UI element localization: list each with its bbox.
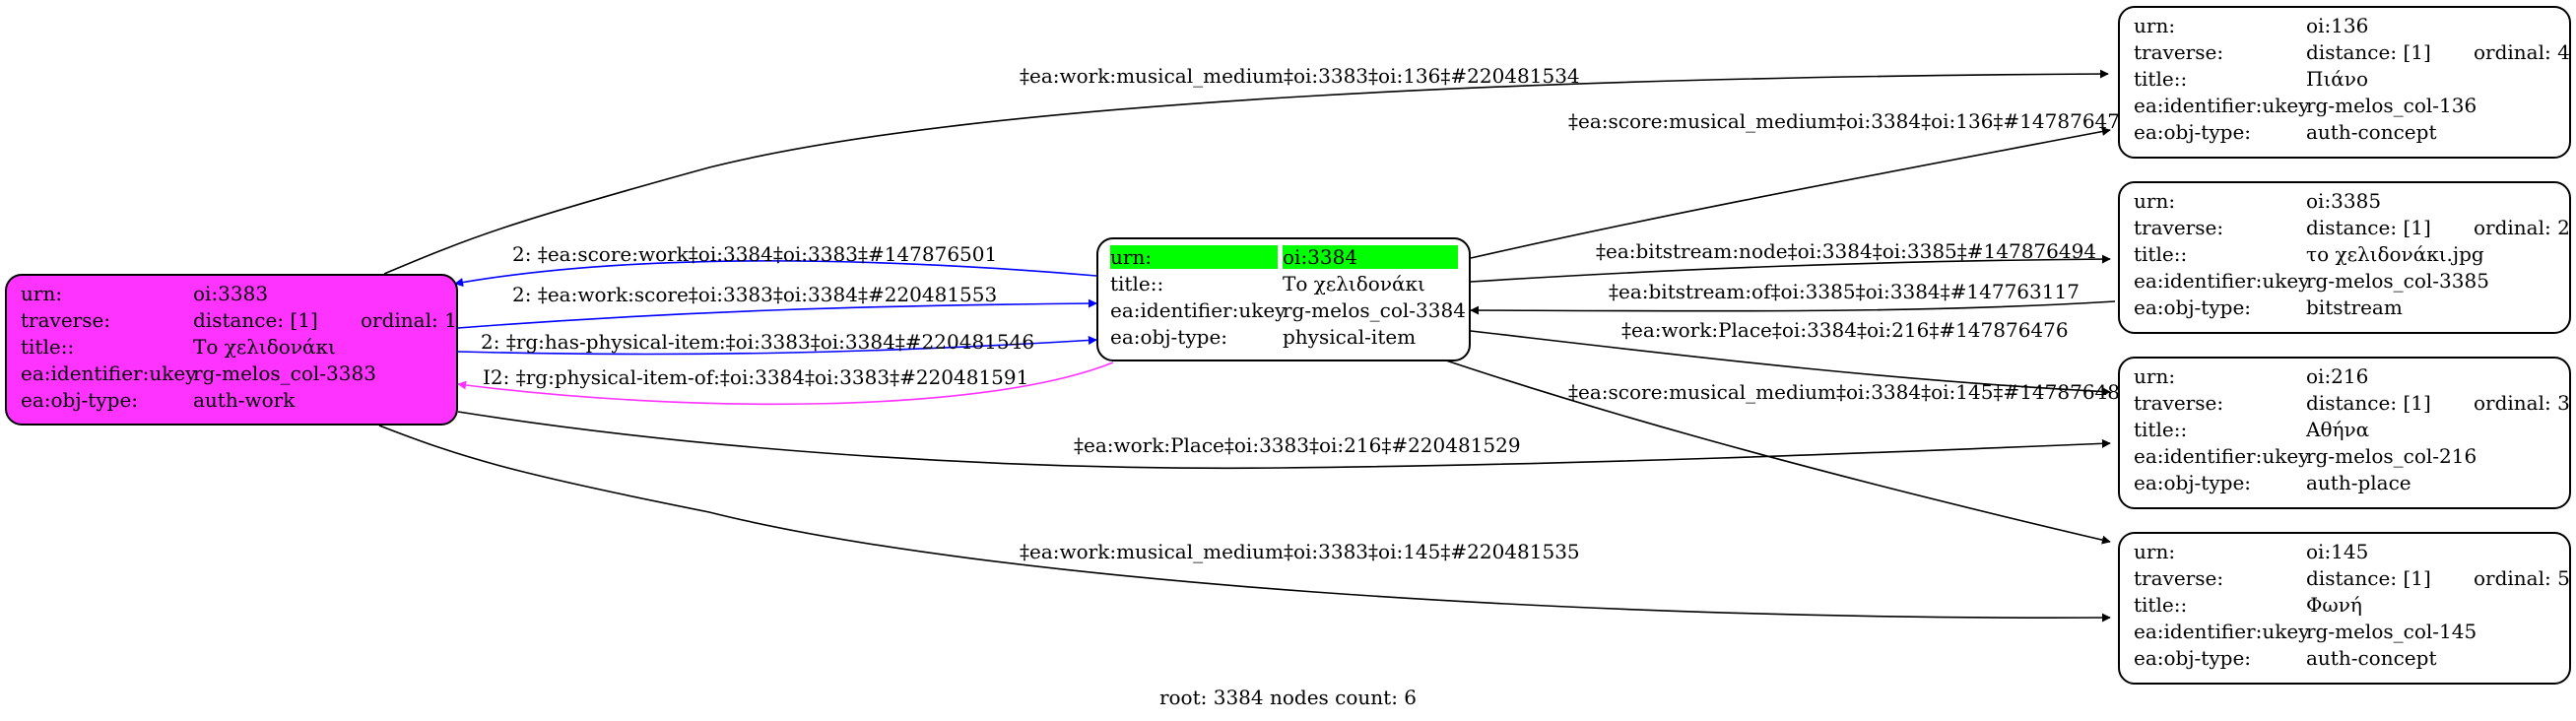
obj-type-key: ea:obj-type: xyxy=(2134,646,2252,670)
edge-3383-to-3384: 2: ‡ea:work:score‡oi:3383‡oi:3384‡#22048… xyxy=(457,283,1097,329)
urn-key: urn: xyxy=(2134,540,2176,563)
ukey-value: rg-melos_col-3385 xyxy=(2306,269,2489,293)
title-key: title:: xyxy=(2134,418,2188,441)
urn-key: urn: xyxy=(21,282,63,305)
obj-type-key: ea:obj-type: xyxy=(2134,471,2252,494)
edge-3384-to-216: ‡ea:work:Place‡oi:3384‡oi:216‡#147876476 xyxy=(1470,318,2111,397)
obj-type-value: bitstream xyxy=(2306,295,2403,319)
title-value: το χελιδονάκι.jpg xyxy=(2306,242,2484,266)
edge-label: 2: ‡rg:has-physical-item:‡oi:3383‡oi:338… xyxy=(481,330,1034,354)
traverse-value: distance: [1] xyxy=(2306,40,2431,64)
ukey-key: ea:identifier:ukey xyxy=(2134,620,2310,643)
title-value: Το χελιδονάκι xyxy=(193,335,336,359)
obj-type-key: ea:obj-type: xyxy=(1110,325,1228,349)
graph-caption: root: 3384 nodes count: 6 xyxy=(1158,686,1418,709)
ukey-key: ea:identifier:ukey xyxy=(2134,444,2310,468)
urn-value: oi:136 xyxy=(2306,14,2369,37)
ukey-value: rg-melos_col-216 xyxy=(2306,444,2477,468)
title-value: Αθήνα xyxy=(2306,418,2370,441)
title-key: title:: xyxy=(1110,272,1164,295)
urn-value: oi:3384 xyxy=(1283,245,1458,269)
ordinal-value: ordinal: 3 xyxy=(2474,391,2570,415)
ukey-value: rg-melos_col-3383 xyxy=(193,361,376,385)
title-key: title:: xyxy=(2134,67,2188,91)
ukey-key: ea:identifier:ukey xyxy=(2134,94,2310,117)
obj-type-key: ea:obj-type: xyxy=(2134,120,2252,144)
traverse-key: traverse: xyxy=(2134,391,2224,415)
obj-type-value: auth-place xyxy=(2306,471,2411,494)
obj-type-key: ea:obj-type: xyxy=(2134,295,2252,319)
edge-label: ‡ea:score:musical_medium‡oi:3384‡oi:136‡… xyxy=(1568,109,2133,133)
edge-label: ‡ea:work:musical_medium‡oi:3383‡oi:145‡#… xyxy=(1020,540,1580,563)
node-oi-145[interactable]: urn: oi:145 traverse: distance: [1] ordinal… xyxy=(2118,532,2571,685)
title-key: title:: xyxy=(2134,593,2188,617)
title-value: Το χελιδονάκι xyxy=(1283,272,1425,295)
traverse-value: distance: [1] xyxy=(2306,391,2431,415)
edge-label: ‡ea:bitstream:of‡oi:3385‡oi:3384‡#147763… xyxy=(1609,280,2080,303)
node-oi-216[interactable]: urn: oi:216 traverse: distance: [1] ordinal… xyxy=(2118,357,2571,509)
edge-3383-to-3384-physical: 2: ‡rg:has-physical-item:‡oi:3383‡oi:338… xyxy=(457,330,1097,356)
urn-value: oi:3383 xyxy=(193,282,269,305)
edge-3385-to-3384: ‡ea:bitstream:of‡oi:3385‡oi:3384‡#147763… xyxy=(1470,280,2116,315)
edge-3384-to-3383: 2: ‡ea:score:work‡oi:3384‡oi:3383‡#14787… xyxy=(454,242,1097,288)
ordinal-value: ordinal: 1 xyxy=(361,308,457,332)
edge-label: 2: ‡ea:score:work‡oi:3384‡oi:3383‡#14787… xyxy=(512,242,997,266)
edge-label: 2: ‡ea:work:score‡oi:3383‡oi:3384‡#22048… xyxy=(512,283,997,306)
ordinal-value: ordinal: 2 xyxy=(2474,216,2570,239)
edge-3383-to-136: ‡ea:work:musical_medium‡oi:3383‡oi:136‡#… xyxy=(383,64,2109,275)
edge-3383-to-216: ‡ea:work:Place‡oi:3383‡oi:216‡#220481529 xyxy=(457,411,2111,470)
traverse-key: traverse: xyxy=(2134,216,2224,239)
urn-key: urn: xyxy=(2134,14,2176,37)
traverse-value: distance: [1] xyxy=(2306,566,2431,590)
node-oi-3385[interactable]: urn: oi:3385 traverse: distance: [1] ordina… xyxy=(2118,181,2571,334)
ukey-value: rg-melos_col-145 xyxy=(2306,620,2477,643)
edge-3384-to-3383-physical-of: I2: ‡rg:physical-item-of:‡oi:3384‡oi:338… xyxy=(457,361,1114,406)
ukey-value: rg-melos_col-136 xyxy=(2306,94,2477,117)
urn-value: oi:145 xyxy=(2306,540,2369,563)
ordinal-value: ordinal: 4 xyxy=(2474,40,2570,64)
traverse-key: traverse: xyxy=(21,308,111,332)
traverse-key: traverse: xyxy=(2134,566,2224,590)
edge-3384-to-3385: ‡ea:bitstream:node‡oi:3384‡oi:3385‡#1478… xyxy=(1470,239,2111,283)
obj-type-key: ea:obj-type: xyxy=(21,388,139,412)
edge-3384-to-145: ‡ea:score:musical_medium‡oi:3384‡oi:145‡… xyxy=(1445,360,2133,545)
ukey-key: ea:identifier:ukey xyxy=(2134,269,2310,293)
urn-value: oi:216 xyxy=(2306,364,2369,388)
edge-label: I2: ‡rg:physical-item-of:‡oi:3384‡oi:338… xyxy=(483,365,1028,389)
node-oi-3383[interactable]: urn: oi:3383 traverse: distance: [1] ordina… xyxy=(5,274,458,426)
ukey-value: rg-melos_col-3384 xyxy=(1283,298,1466,322)
edge-label: ‡ea:bitstream:node‡oi:3384‡oi:3385‡#1478… xyxy=(1596,239,2096,263)
traverse-value: distance: [1] xyxy=(193,308,318,332)
urn-value: oi:3385 xyxy=(2306,189,2382,213)
traverse-key: traverse: xyxy=(2134,40,2224,64)
edge-label: ‡ea:score:musical_medium‡oi:3384‡oi:145‡… xyxy=(1568,380,2133,404)
obj-type-value: auth-work xyxy=(193,388,296,412)
ordinal-value: ordinal: 5 xyxy=(2474,566,2570,590)
urn-key: urn: xyxy=(2134,189,2176,213)
urn-key: urn: xyxy=(2134,364,2176,388)
obj-type-value: physical-item xyxy=(1283,325,1417,349)
obj-type-value: auth-concept xyxy=(2306,120,2437,144)
traverse-value: distance: [1] xyxy=(2306,216,2431,239)
title-value: Πιάνο xyxy=(2306,67,2368,91)
title-key: title:: xyxy=(2134,242,2188,266)
ukey-key: ea:identifier:ukey xyxy=(21,361,197,385)
node-oi-136[interactable]: urn: oi:136 traverse: distance: [1] ordinal… xyxy=(2118,6,2571,159)
edge-label: ‡ea:work:Place‡oi:3384‡oi:216‡#147876476 xyxy=(1621,318,2069,342)
edge-3384-to-136: ‡ea:score:musical_medium‡oi:3384‡oi:136‡… xyxy=(1470,109,2133,259)
obj-type-value: auth-concept xyxy=(2306,646,2437,670)
edge-label: ‡ea:work:Place‡oi:3383‡oi:216‡#220481529 xyxy=(1074,433,1521,457)
title-key: title:: xyxy=(21,335,75,359)
urn-key: urn: xyxy=(1110,245,1278,269)
node-oi-3384[interactable]: urn: oi:3384 title::Το χελιδονάκι ea:ide… xyxy=(1096,237,1471,361)
title-value: Φωνή xyxy=(2306,593,2362,617)
edge-label: ‡ea:work:musical_medium‡oi:3383‡oi:136‡#… xyxy=(1020,64,1580,88)
edge-3383-to-145: ‡ea:work:musical_medium‡oi:3383‡oi:145‡#… xyxy=(378,425,2111,623)
ukey-key: ea:identifier:ukey xyxy=(1110,298,1287,322)
